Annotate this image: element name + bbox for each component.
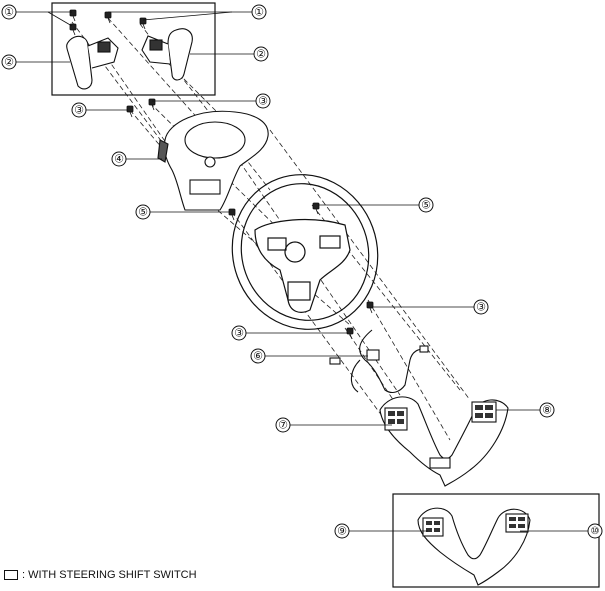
svg-text:①: ① — [254, 7, 264, 19]
svg-text:⑦: ⑦ — [278, 420, 288, 432]
screw-icon — [69, 9, 77, 22]
left-paddle-switch — [66, 35, 119, 90]
callout-4: ④ — [111, 151, 127, 167]
legend: : WITH STEERING SHIFT SWITCH — [4, 569, 197, 581]
screw-icon — [312, 202, 320, 215]
callout-2a: ② — [1, 54, 17, 70]
svg-text:②: ② — [4, 57, 14, 69]
callout-2b: ② — [253, 46, 269, 62]
svg-text:⑩: ⑩ — [591, 526, 600, 537]
callout-8: ⑧ — [539, 402, 555, 418]
svg-text:⑥: ⑥ — [253, 351, 263, 363]
lower-cover-with-switches — [379, 396, 509, 487]
callout-3a: ③ — [71, 102, 87, 118]
callout-10: ⑩ — [587, 523, 603, 539]
inset-lower-cover — [417, 507, 531, 586]
callouts: ① ① ② ② ③ ③ ③ ③ ④ ⑤ ⑤ ⑥ ⑦ ⑧ ⑨ ⑩ — [1, 4, 603, 539]
svg-text:③: ③ — [258, 96, 268, 108]
callout-7: ⑦ — [275, 417, 291, 433]
wiring-harness — [329, 329, 429, 394]
screw-icon — [126, 105, 134, 118]
svg-text:④: ④ — [114, 154, 124, 166]
callout-3b: ③ — [255, 93, 271, 109]
callout-3d: ③ — [231, 325, 247, 341]
rear-cover — [157, 110, 269, 211]
svg-text:③: ③ — [234, 328, 244, 340]
svg-text:⑨: ⑨ — [337, 526, 347, 538]
svg-text:①: ① — [4, 7, 14, 19]
screw-icon — [366, 301, 374, 314]
svg-text:⑧: ⑧ — [542, 405, 552, 417]
svg-text:⑤: ⑤ — [421, 200, 431, 212]
svg-text:⑤: ⑤ — [138, 207, 148, 219]
screw-icon — [228, 208, 236, 221]
callout-9: ⑨ — [334, 523, 350, 539]
svg-text:③: ③ — [74, 105, 84, 117]
screw-icon — [104, 11, 112, 24]
screw-icon — [148, 98, 156, 111]
callout-5b: ⑤ — [418, 197, 434, 213]
legend-frame-symbol — [4, 570, 18, 580]
svg-text:③: ③ — [476, 302, 486, 314]
screw-icon — [346, 327, 354, 340]
shift-switch-inset-frame — [51, 2, 216, 96]
callout-3c: ③ — [473, 299, 489, 315]
right-paddle-switch — [141, 28, 193, 81]
svg-text:②: ② — [256, 49, 266, 61]
legend-text: : WITH STEERING SHIFT SWITCH — [22, 569, 197, 581]
callout-1b: ① — [251, 4, 267, 20]
callout-6: ⑥ — [250, 348, 266, 364]
screws — [69, 9, 374, 340]
leader-lines — [16, 11, 590, 532]
callout-5a: ⑤ — [135, 204, 151, 220]
bottom-cover-inset-frame — [392, 493, 600, 588]
callout-1a: ① — [1, 4, 17, 20]
steering-wheel — [231, 174, 379, 330]
